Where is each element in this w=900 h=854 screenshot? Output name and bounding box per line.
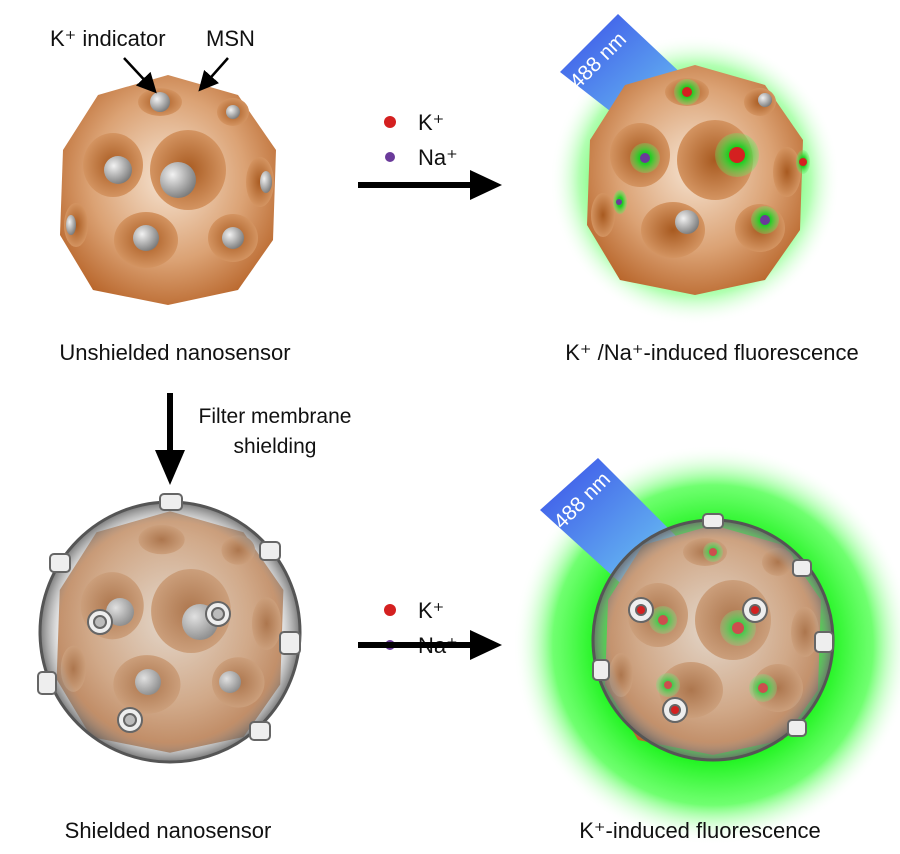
legend-k-label: K⁺: [418, 110, 444, 135]
k-ion-icon: [384, 604, 396, 616]
shielded-nanosensor: [37, 493, 302, 764]
shielding-step-line2: shielding: [234, 435, 317, 458]
unshielded-nanosensor: [60, 75, 276, 305]
indicator-pointer-arrow: [123, 57, 157, 94]
fluorescence-caption-top: K⁺ /Na⁺-induced fluorescence: [565, 340, 859, 365]
unshielded-caption: Unshielded nanosensor: [59, 340, 290, 365]
shielding-step-line1: Filter membrane: [199, 405, 352, 428]
na-ion-icon: [385, 152, 395, 162]
legend-na-label: Na⁺: [418, 145, 458, 170]
k-ion-icon: [384, 116, 396, 128]
reaction-arrowhead-top: [470, 170, 502, 200]
fluorescence-caption-bottom: K⁺-induced fluorescence: [579, 818, 821, 843]
msn-label: MSN: [206, 26, 255, 51]
legend-k-label: K⁺: [418, 598, 444, 623]
msn-pointer-arrow: [198, 57, 229, 92]
shielded-activated-nanosensor: [591, 513, 835, 762]
shielding-arrowhead: [155, 450, 185, 485]
activated-nanosensor: [587, 65, 810, 295]
k-indicator-label: K⁺ indicator: [50, 26, 166, 51]
reaction-arrowhead-bottom: [470, 630, 502, 660]
shielded-caption: Shielded nanosensor: [65, 818, 272, 843]
